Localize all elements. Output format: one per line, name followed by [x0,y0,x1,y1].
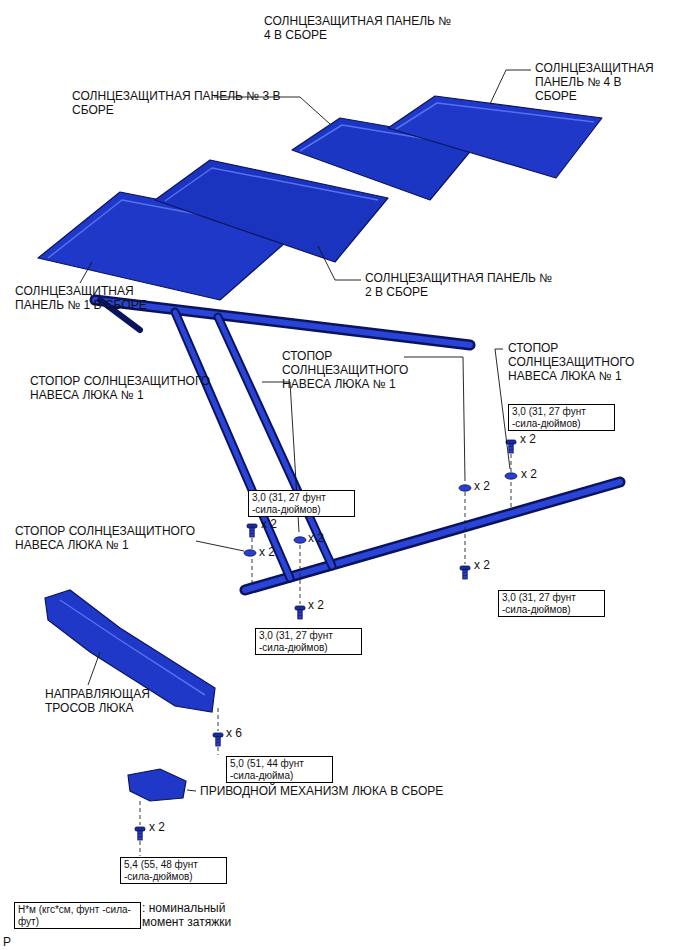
torque-box: 3,0 (31, 27 фунт -сила-дюймов) [255,628,362,655]
panel-2 [155,160,388,262]
install-lines [140,454,511,856]
part-label: СТОПОР СОЛНЦЕЗАЩИТНОГО НАВЕСА ЛЮКА № 1 [30,375,260,403]
part-label: СТОПОР СОЛНЦЕЗАЩИТНОГО НАВЕСА ЛЮКА № 1 [508,342,643,383]
fasteners [135,440,517,840]
quantity-mark: x 2 [474,480,490,494]
torque-value: 3,0 (31, 27 фунт -сила-дюймов) [502,592,601,615]
torque-value: 3,0 (31, 27 фунт -сила-дюймов) [252,492,351,515]
quantity-mark: x 2 [308,532,324,546]
leader-lines [80,70,531,791]
part-label: СТОПОР СОЛНЦЕЗАЩИТНОГО НАВЕСА ЛЮКА № 1 [15,525,245,553]
part-label: : номинальный момент затяжки [142,902,252,930]
quantity-mark: x 2 [261,518,277,532]
torque-box: 5,4 (55, 48 фунт -сила-дюймов) [120,857,227,884]
quantity-mark: x 2 [521,468,537,482]
part-label: СТОПОР СОЛНЦЕЗАЩИТНОГО НАВЕСА ЛЮКА № 1 [282,350,417,391]
quantity-mark: x 2 [149,821,165,835]
part-label: ПРИВОДНОЙ МЕХАНИЗМ ЛЮКА В СБОРЕ [200,785,443,799]
figure-code: P [3,936,11,950]
torque-value: 5,0 (51, 44 фунт -сила-дюйма) [230,758,329,781]
part-label: СОЛНЦЕЗАЩИТНАЯ ПАНЕЛЬ № 2 В СБОРЕ [365,272,553,300]
part-label: СОЛНЦЕЗАЩИТНАЯ ПАНЕЛЬ № 4 В СБОРЕ [535,62,631,103]
drive-motor [128,769,186,801]
torque-box: 3,0 (31, 27 фунт -сила-дюймов) [498,590,605,617]
torque-box: 3,0 (31, 27 фунт -сила-дюймов) [248,490,355,517]
part-label: СОЛНЦЕЗАЩИТНАЯ ПАНЕЛЬ № 4 В СБОРЕ [264,15,452,43]
torque-value: 3,0 (31, 27 фунт -сила-дюймов) [512,406,611,429]
quantity-mark: x 2 [474,559,490,573]
torque-box: 5,0 (51, 44 фунт -сила-дюйма) [226,756,333,783]
torque-key-box: Н*м (кгс*см, фунт -сила-фут) [14,902,141,929]
quantity-mark: x 2 [520,433,536,447]
part-label: СОЛНЦЕЗАЩИТНАЯ ПАНЕЛЬ № 1 В СБОРЕ [15,285,185,313]
quantity-mark: x 2 [308,599,324,613]
quantity-mark: x 6 [226,727,242,741]
panel-4 [388,96,602,178]
quantity-mark: x 2 [259,546,275,560]
torque-box: 3,0 (31, 27 фунт -сила-дюймов) [508,404,615,431]
torque-value: 5,4 (55, 48 фунт -сила-дюймов) [124,859,223,882]
sunshade-panels [38,96,602,300]
part-label: НАПРАВЛЯЮЩАЯ ТРОСОВ ЛЮКА [45,688,170,716]
torque-value: Н*м (кгс*см, фунт -сила-фут) [18,904,137,927]
torque-value: 3,0 (31, 27 фунт -сила-дюймов) [259,630,358,653]
part-label: СОЛНЦЕЗАЩИТНАЯ ПАНЕЛЬ № 3 В СБОРЕ [72,90,312,118]
